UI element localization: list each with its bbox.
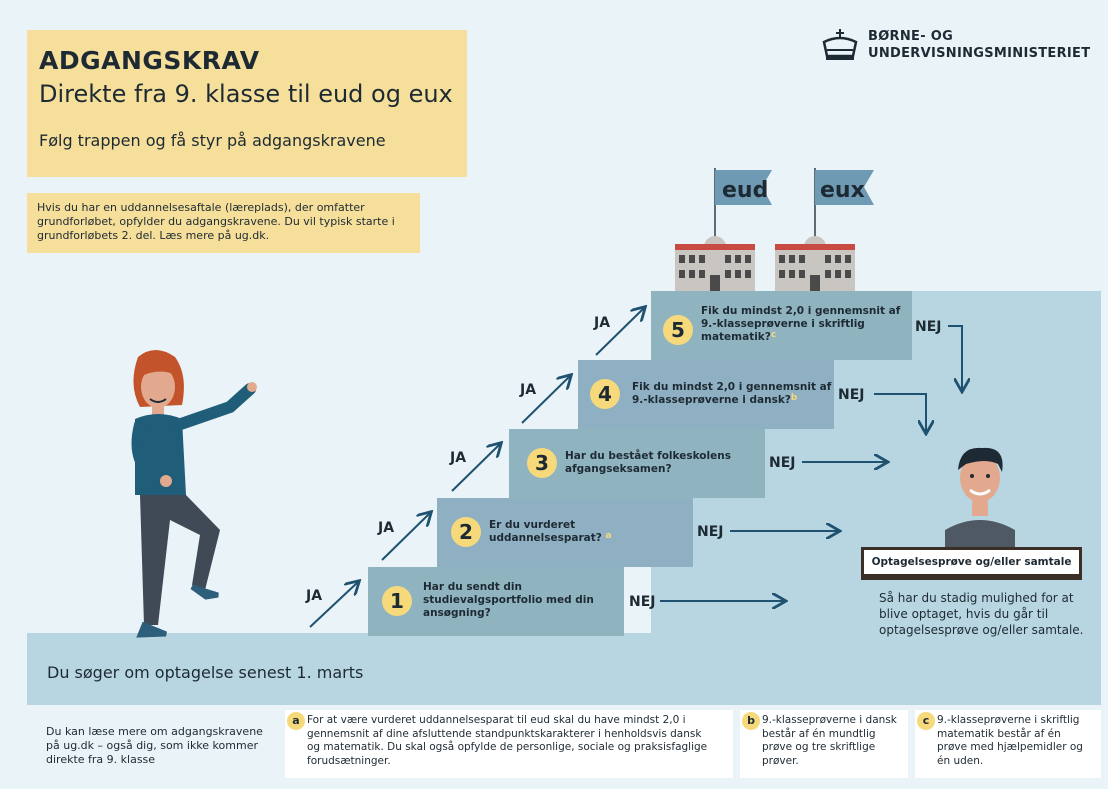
step-2-question: Er du vurderet uddannelsesparat? a [489,519,612,544]
footnote-a-badge: a [287,712,305,730]
crown-icon [822,29,858,60]
footnote-b-box: b 9.-klasseprøverne i dansk består af én… [740,710,908,778]
ministry-name: BØRNE- OG UNDERVISNINGSMINISTERIET [868,28,1090,62]
footnote-a-box: a For at være vurderet uddannelsesparat … [285,710,733,778]
footnote-b-badge: b [742,712,760,730]
no-label-2: NEJ [697,524,724,540]
step-2-footnote: a [605,531,612,541]
step-5-question: Fik du mindst 2,0 i gennemsnit af 9.-kla… [701,305,901,343]
footer-more-info: Du kan læse mere om adgangskravene på ug… [46,725,263,766]
yes-arrow-3 [451,444,500,492]
step-4: 4 Fik du mindst 2,0 i gennemsnit af 9.-k… [578,360,834,429]
floor-bar: Du søger om optagelse senest 1. marts [27,633,1101,705]
no-label-5: NEJ [915,319,942,335]
result-text: Så har du stadig mulighed for at blive o… [879,591,1084,637]
apprenticeship-note: Hvis du har en uddannelsesaftale (lærepl… [37,201,395,242]
step-5: 5 Fik du mindst 2,0 i gennemsnit af 9.-k… [651,291,912,360]
yes-label-1: JA [306,588,323,604]
step-2-number: 2 [451,517,481,547]
flag-eux-label: eux [820,178,865,203]
yes-label-2: JA [378,520,395,536]
title-box: ADGANGSKRAV Direkte fra 9. klasse til eu… [27,30,467,177]
schools-illustration: eud eux [675,168,874,294]
page-subtitle: Direkte fra 9. klasse til eud og eux [39,80,453,108]
footnote-b-text: 9.-klasseprøverne i dansk består af én m… [762,714,897,767]
ministry-name-line2: UNDERVISNINGSMINISTERIET [868,46,1091,61]
no-label-4: NEJ [838,387,865,403]
footnote-c-text: 9.-klasseprøverne i skriftlig matematik … [937,714,1083,767]
result-label: Optagelsesprøve og/eller samtale [861,547,1082,577]
step-5-number: 5 [663,315,693,345]
no-label-1: NEJ [629,594,656,610]
footnote-c-box: c 9.-klasseprøverne i skriftlig matemati… [915,710,1101,778]
no-label-3: NEJ [769,455,796,471]
yes-arrow-5 [595,308,644,356]
step-4-number: 4 [590,379,620,409]
step-4-footnote: b [790,393,798,403]
step-1: 1 Har du sendt din studievalgsportfolio … [368,567,624,636]
yes-label-4: JA [520,382,537,398]
footnote-c-badge: c [917,712,935,730]
deadline-text: Du søger om optagelse senest 1. marts [47,663,364,682]
yes-arrow-1 [309,582,358,628]
school-building-eud [675,236,755,294]
step-3: 3 Har du bestået folkeskolens afgangseks… [509,429,765,498]
apprenticeship-note-box: Hvis du har en uddannelsesaftale (lærepl… [27,193,420,253]
student-illustration [131,350,257,638]
step-3-number: 3 [527,448,557,478]
step-5-footnote: c [770,330,777,340]
yes-label-3: JA [450,450,467,466]
yes-label-5: JA [594,315,611,331]
flag-eud-label: eud [722,178,768,203]
counselor-illustration [945,447,1015,550]
step-1-question: Har du sendt din studievalgsportfolio me… [423,581,594,619]
step-4-question: Fik du mindst 2,0 i gennemsnit af 9.-kla… [632,381,832,406]
yes-arrow-4 [521,376,570,424]
ministry-name-line1: BØRNE- OG [868,29,954,44]
page-title: ADGANGSKRAV [39,46,260,75]
yes-arrow-2 [381,513,430,561]
tagline: Følg trappen og få styr på adgangskraven… [39,131,386,150]
desk-edge [861,577,1082,580]
step-1-number: 1 [382,586,412,616]
step-3-question: Har du bestået folkeskolens afgangseksam… [565,450,731,475]
no-arrow-5 [948,325,962,390]
no-arrow-4 [874,393,926,432]
ministry-logo: BØRNE- OG UNDERVISNINGSMINISTERIET [820,24,1100,68]
step-2: 2 Er du vurderet uddannelsesparat? a [437,498,693,567]
footnote-a-text: For at være vurderet uddannelsesparat ti… [307,714,708,767]
school-building-eux [775,236,855,294]
